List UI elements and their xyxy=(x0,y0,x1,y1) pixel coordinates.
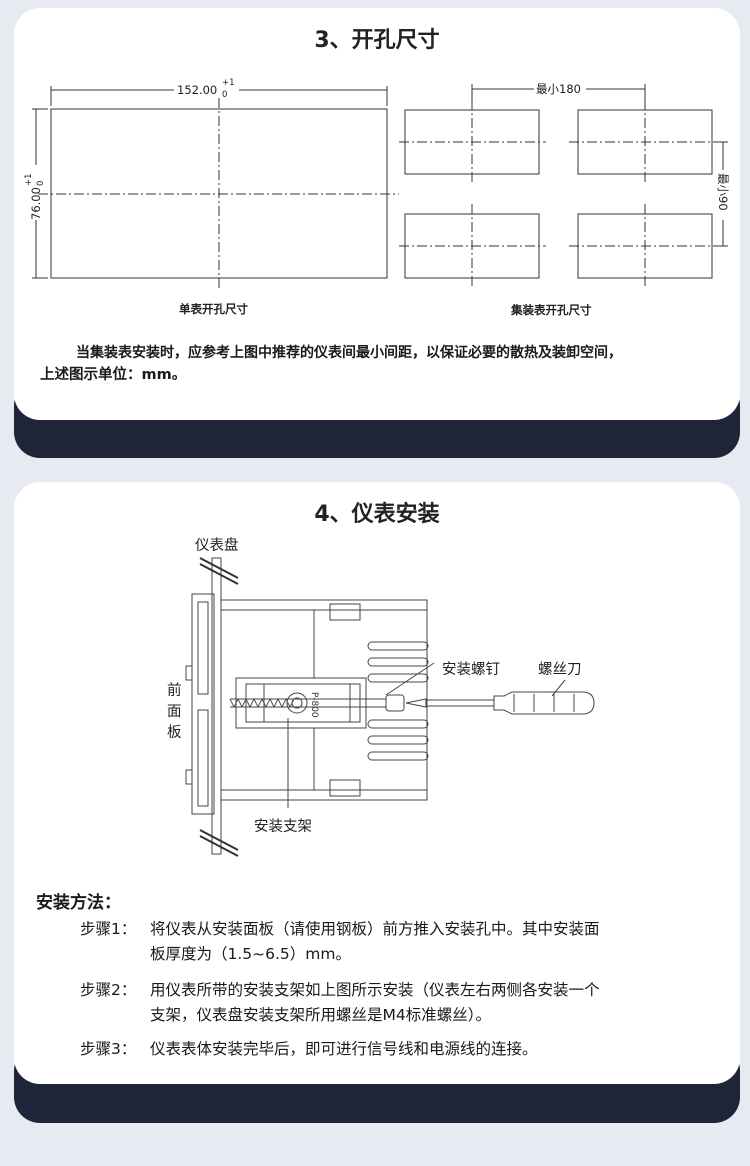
height-dim-label: 76.00 xyxy=(29,187,43,220)
label-screw: 安装螺钉 xyxy=(442,661,500,678)
section3-title: 3、开孔尺寸 xyxy=(314,28,440,53)
width-dim-label: 152.00 xyxy=(177,83,217,97)
label-bracket: 安装支架 xyxy=(254,818,312,835)
mounting-screw xyxy=(229,694,405,712)
min-horizontal-label: 最小180 xyxy=(536,82,581,96)
label-front-3: 板 xyxy=(167,723,182,741)
mounting-bracket: P-800 xyxy=(235,677,367,729)
step-1-label: 步骤1： xyxy=(80,920,137,938)
step-3: 步骤3： 仪表表体安装完毕后，即可进行信号线和电源线的连接。 xyxy=(80,1037,720,1062)
note-line-2: 上述图示单位：mm。 xyxy=(40,367,187,383)
height-tol-plus: +1 xyxy=(24,173,34,186)
installation-diagram: P-800 xyxy=(167,536,595,857)
cutout-diagram: 152.00 +1 0 76.00 +1 0 最小180 最小90 单表开孔尺寸… xyxy=(24,78,730,317)
section3-note: 当集装表安装时，应参考上图中推荐的仪表间最小间距，以保证必要的散热及装卸空间， … xyxy=(40,342,740,386)
label-panel: 仪表盘 xyxy=(195,536,239,554)
step-1: 步骤1： 将仪表从安装面板（请使用钢板）前方推入安装孔中。其中安装面 板厚度为（… xyxy=(80,917,720,967)
section3-card: 3、开孔尺寸 xyxy=(14,8,740,420)
single-caption: 单表开孔尺寸 xyxy=(179,302,248,316)
method-title: 安装方法： xyxy=(36,893,121,913)
step-2-label: 步骤2： xyxy=(80,981,137,999)
step-3-text: 仪表表体安装完毕后，即可进行信号线和电源线的连接。 xyxy=(150,1040,538,1058)
min-vertical-label: 最小90 xyxy=(716,173,730,211)
width-tol-zero: 0 xyxy=(222,90,227,100)
label-front-1: 前 xyxy=(167,682,182,699)
note-line-1: 当集装表安装时，应参考上图中推荐的仪表间最小间距，以保证必要的散热及装卸空间， xyxy=(76,345,622,361)
front-bezel xyxy=(185,593,215,815)
svg-text:P-800: P-800 xyxy=(309,692,319,718)
screwdriver xyxy=(405,691,595,715)
section4-title: 4、仪表安装 xyxy=(314,502,440,527)
height-tol-zero: 0 xyxy=(36,181,46,186)
multi-caption: 集装表开孔尺寸 xyxy=(510,303,592,317)
step-2: 步骤2： 用仪表所带的安装支架如上图所示安装（仪表左右两侧各安装一个 支架，仪表… xyxy=(80,978,720,1028)
label-front-2: 面 xyxy=(167,704,182,720)
width-tol-plus: +1 xyxy=(222,78,235,88)
step-1-text: 将仪表从安装面板（请使用钢板）前方推入安装孔中。其中安装面 板厚度为（1.5~6… xyxy=(150,920,600,963)
step-2-text: 用仪表所带的安装支架如上图所示安装（仪表左右两侧各安装一个 支架，仪表盘安装支架… xyxy=(150,981,600,1024)
label-driver: 螺丝刀 xyxy=(538,661,582,678)
step-3-label: 步骤3： xyxy=(80,1040,137,1058)
heat-fins xyxy=(367,641,429,761)
section4-card: 4、仪表安装 xyxy=(14,482,740,1084)
